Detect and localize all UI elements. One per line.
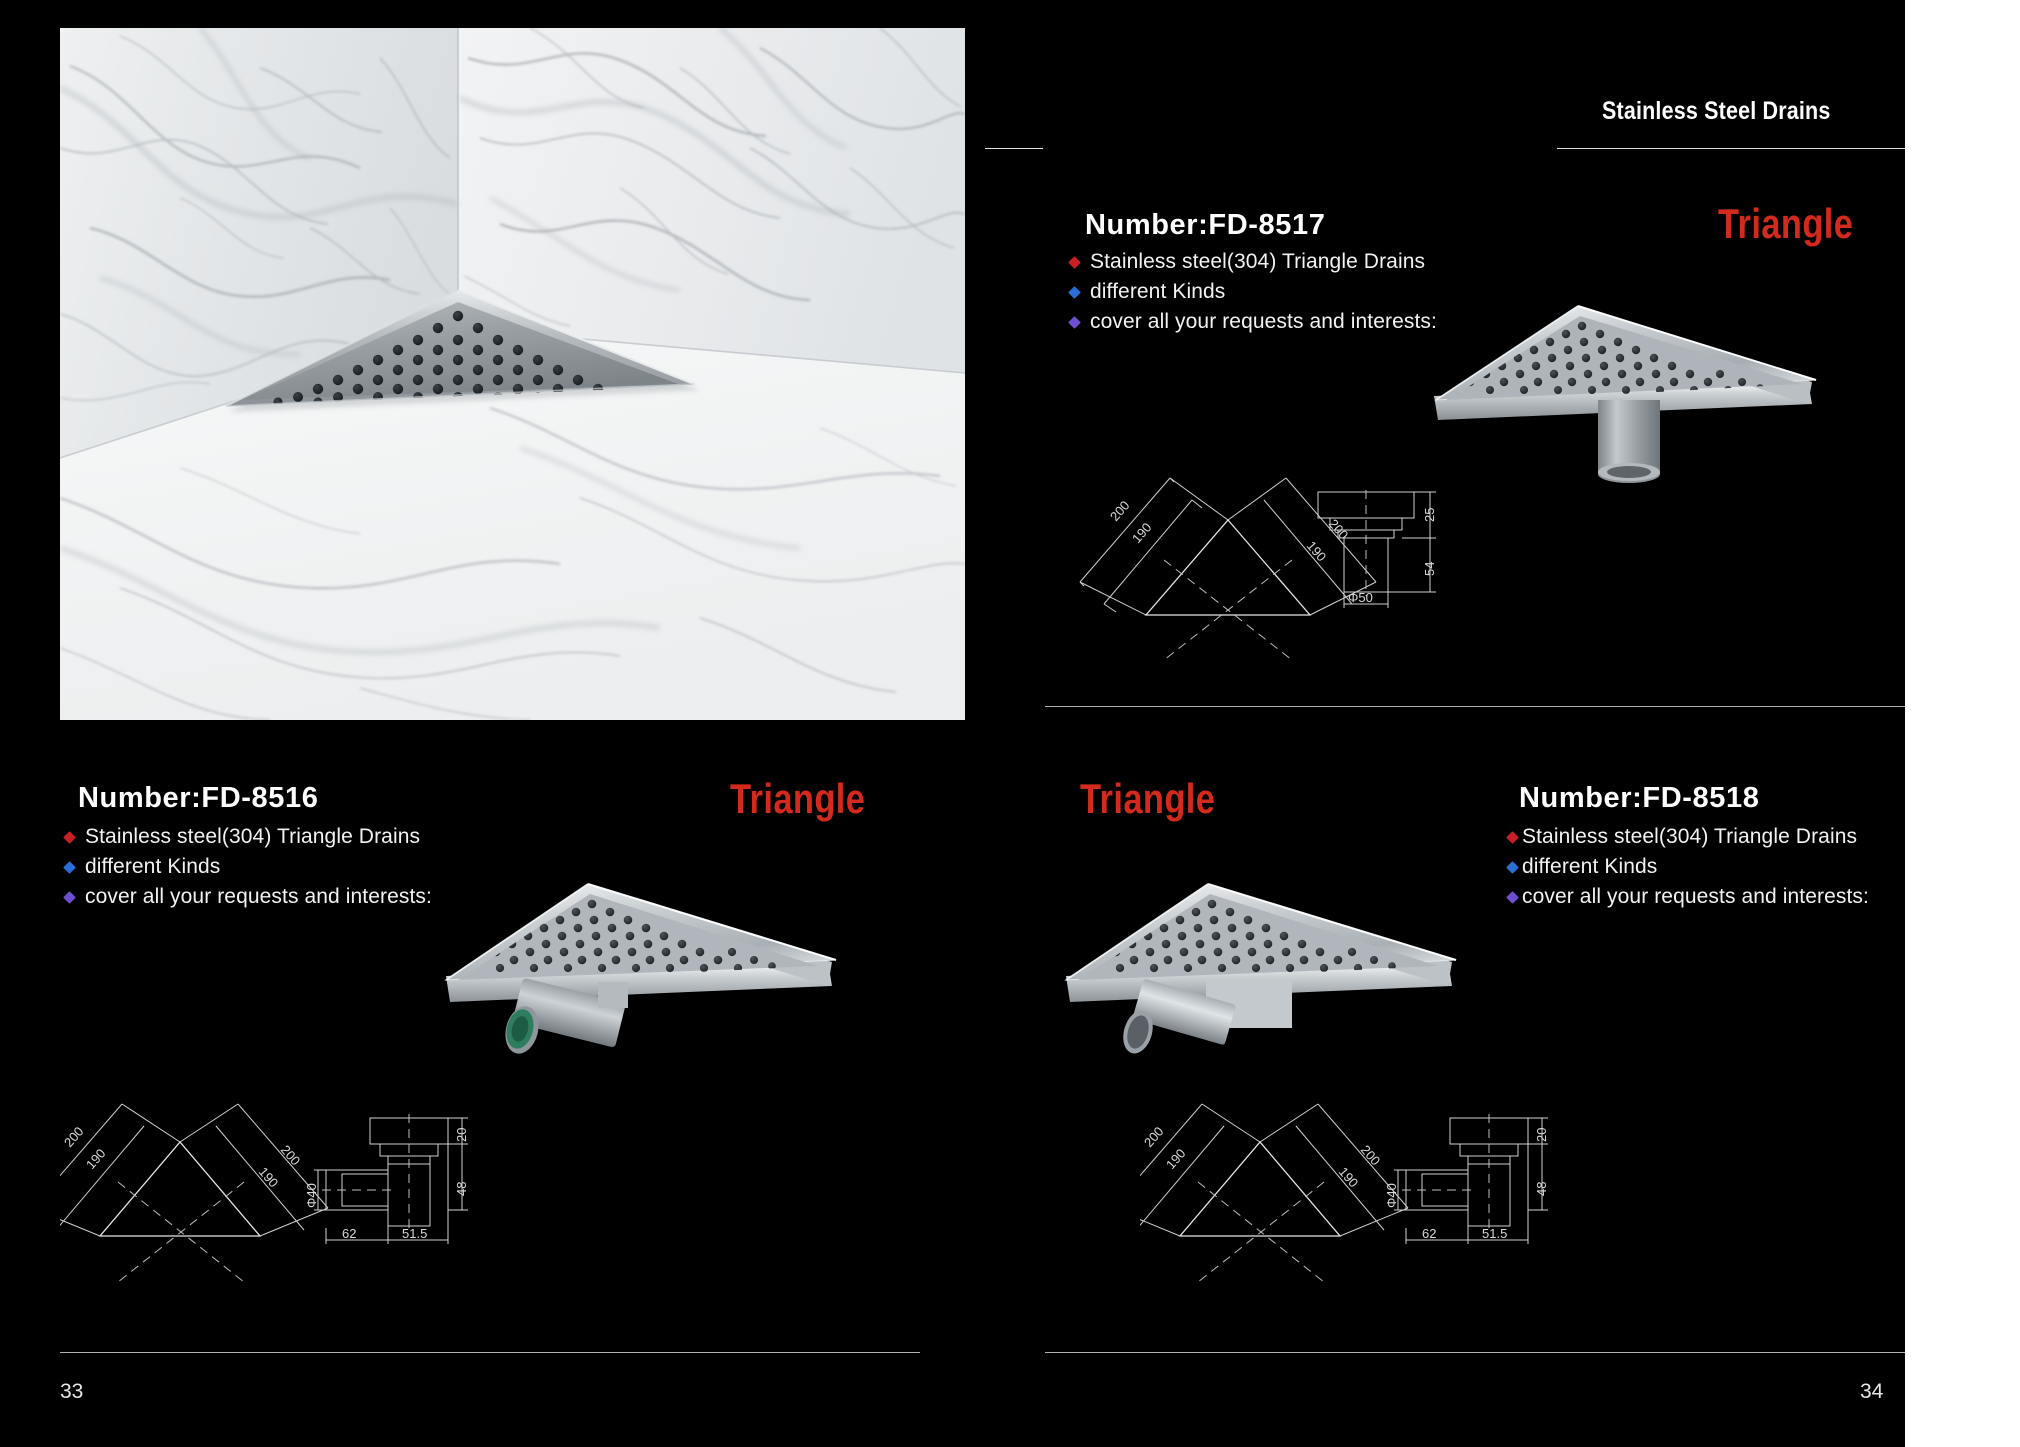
dim-label: Φ40: [1384, 1183, 1399, 1208]
dim-label: 190: [1304, 538, 1330, 564]
feature-text: cover all your requests and interests:: [1090, 310, 1437, 333]
product-number-fd-8518: Number:FD-8518: [1519, 782, 1760, 814]
feature-text: Stainless steel(304) Triangle Drains: [85, 825, 421, 848]
list-item: different Kinds: [1068, 277, 1437, 307]
feature-text: different Kinds: [1522, 855, 1658, 878]
dim-label: 190: [1336, 1164, 1362, 1190]
page-gutter: [1905, 0, 2020, 1447]
dim-label: 62: [342, 1226, 356, 1241]
dim-label: 200: [61, 1124, 87, 1150]
technical-drawing-fd-8517: 200 190 200 190 25: [1079, 477, 1437, 660]
feature-text: cover all your requests and interests:: [85, 885, 432, 908]
product-features-fd-8516: Stainless steel(304) Triangle Drains dif…: [63, 822, 432, 912]
triangle-drain-installed: [225, 288, 700, 412]
bullet-diamond-icon: [63, 860, 76, 874]
product-render-fd-8517: [1434, 305, 1817, 483]
dim-label: 200: [1141, 1124, 1167, 1150]
feature-text: cover all your requests and interests:: [1522, 885, 1869, 908]
list-item: different Kinds: [1506, 852, 1869, 882]
header-rule: [1557, 148, 1905, 149]
header-divider-bar: [1906, 96, 1908, 134]
list-item: cover all your requests and interests:: [1068, 307, 1437, 337]
bullet-diamond-icon: [1068, 315, 1081, 329]
feature-text: Stainless steel(304) Triangle Drains: [1522, 825, 1858, 848]
product-number-fd-8517: Number:FD-8517: [1085, 209, 1326, 241]
dim-label: 190: [83, 1146, 109, 1172]
dim-label: 200: [1107, 498, 1133, 524]
product-number-fd-8516: Number:FD-8516: [78, 782, 319, 814]
product-category-fd-8517: Triangle: [1718, 200, 1854, 247]
product-render-fd-8516: [444, 882, 837, 1054]
feature-text: Stainless steel(304) Triangle Drains: [1090, 250, 1426, 273]
list-item: different Kinds: [63, 852, 432, 882]
bullet-diamond-icon: [1068, 285, 1081, 299]
product-category-fd-8518: Triangle: [1080, 775, 1216, 822]
product-features-fd-8518: Stainless steel(304) Triangle Drains dif…: [1506, 822, 1869, 912]
footer-divider-right: [1045, 1352, 1905, 1353]
footer-divider-left: [60, 1352, 920, 1353]
dim-label: 54: [1422, 562, 1437, 576]
dim-label: 200: [1358, 1142, 1384, 1168]
bullet-diamond-icon: [63, 830, 76, 844]
technical-drawing-fd-8518: 200 190 200 190 Φ40 62: [1140, 1103, 1549, 1283]
dim-label: 190: [256, 1164, 282, 1190]
list-item: cover all your requests and interests:: [1506, 882, 1869, 912]
dim-label: 62: [1422, 1226, 1436, 1241]
product-photo-fd-8517-installed: [60, 28, 965, 720]
product-render-fd-8518: [1064, 882, 1457, 1054]
dim-label: Φ40: [304, 1183, 319, 1208]
dim-label: 51.5: [402, 1226, 427, 1241]
list-item: Stainless steel(304) Triangle Drains: [1068, 247, 1437, 277]
product-features-fd-8517: Stainless steel(304) Triangle Drains dif…: [1068, 247, 1437, 337]
bullet-diamond-icon: [1068, 255, 1081, 269]
dim-label: 51.5: [1482, 1226, 1507, 1241]
page-number-left: 33: [60, 1380, 84, 1403]
dim-label: 190: [1129, 520, 1155, 546]
bullet-diamond-icon: [63, 890, 76, 904]
header-rule-left-accent: [985, 148, 1043, 149]
page-number-right: 34: [1860, 1380, 1884, 1403]
page-title: Stainless Steel Drains: [1602, 97, 1831, 125]
dim-label: 48: [1534, 1182, 1549, 1196]
dim-label: 190: [1163, 1146, 1189, 1172]
technical-drawing-fd-8516: 200 190 200 190 Φ40: [60, 1103, 469, 1283]
dim-label: 20: [1534, 1128, 1549, 1142]
dim-label: 25: [1422, 508, 1437, 522]
feature-text: different Kinds: [85, 855, 221, 878]
feature-text: different Kinds: [1090, 280, 1226, 303]
list-item: cover all your requests and interests:: [63, 882, 432, 912]
list-item: Stainless steel(304) Triangle Drains: [63, 822, 432, 852]
dim-label: 200: [278, 1142, 304, 1168]
dim-label: 20: [454, 1128, 469, 1142]
list-item: Stainless steel(304) Triangle Drains: [1506, 822, 1869, 852]
section-divider-right-top: [1045, 706, 1905, 707]
bullet-diamond-icon: [1506, 830, 1519, 844]
dim-label: Φ50: [1348, 590, 1373, 605]
dim-label: 48: [454, 1182, 469, 1196]
product-category-fd-8516: Triangle: [730, 775, 866, 822]
